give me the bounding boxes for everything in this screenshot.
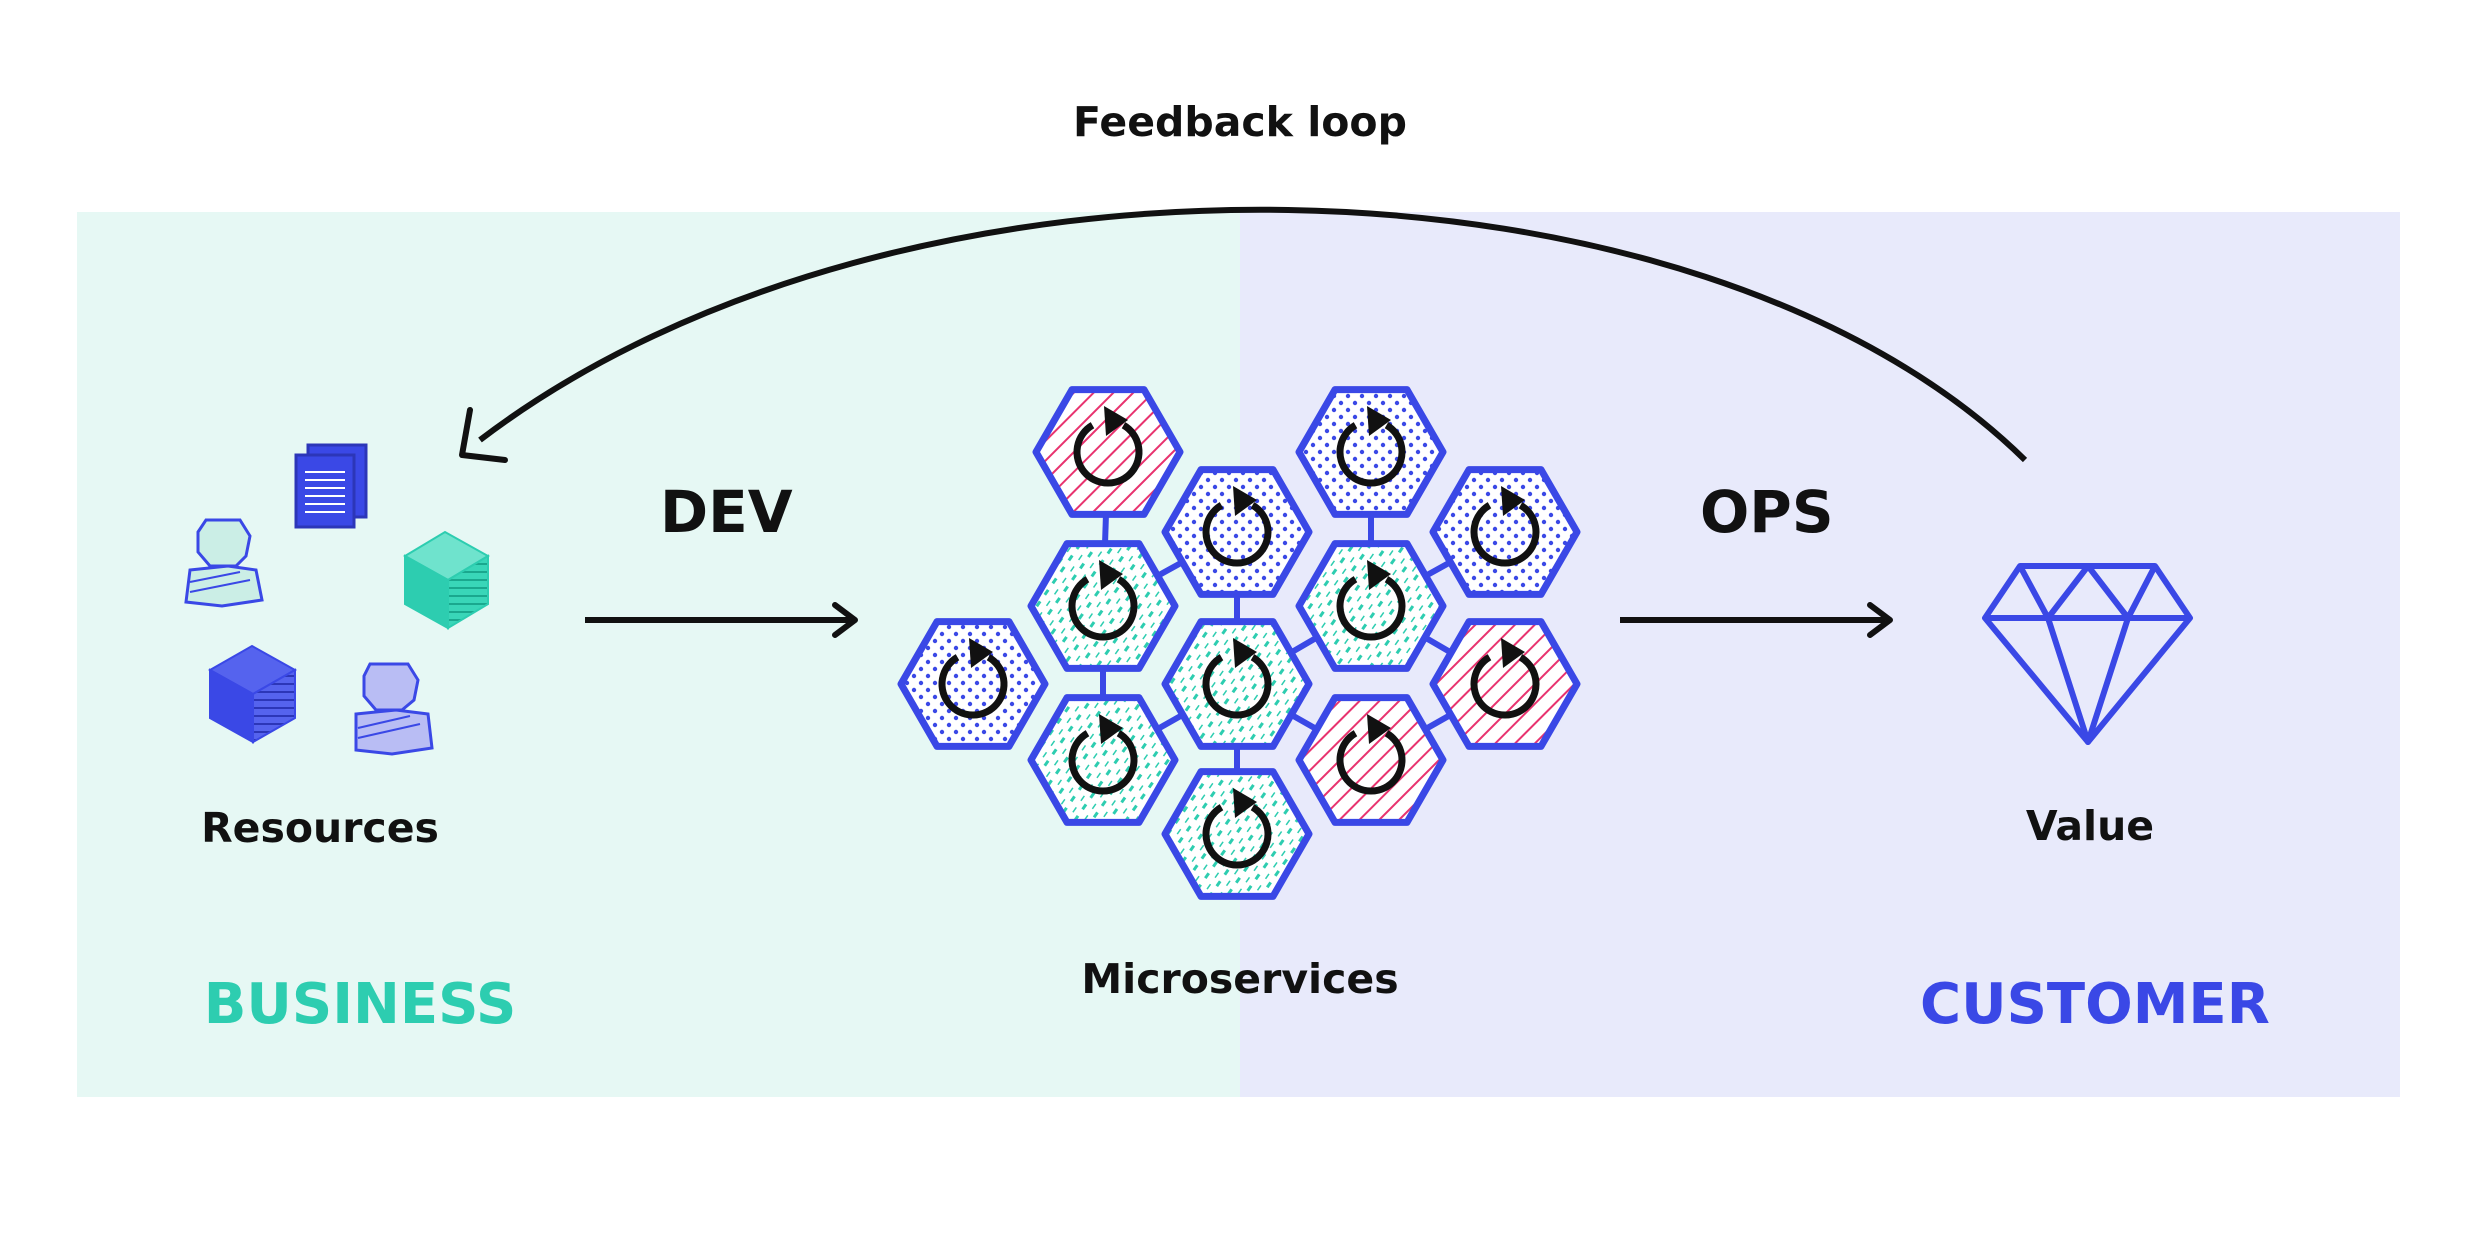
feedback-loop-label: Feedback loop xyxy=(1073,98,1407,146)
refresh-icon xyxy=(1470,638,1540,719)
cube-icon xyxy=(403,530,490,630)
microservice-hexagon xyxy=(1027,540,1179,672)
refresh-icon xyxy=(1336,560,1406,641)
refresh-icon xyxy=(1073,406,1143,487)
refresh-icon xyxy=(1202,486,1272,567)
business-label: BUSINESS xyxy=(203,972,517,1037)
feedback-loop-arrow xyxy=(478,206,2028,463)
ops-label: OPS xyxy=(1700,478,1834,546)
cube-icon xyxy=(207,644,298,744)
microservice-hexagon xyxy=(1429,618,1581,750)
value-label: Value xyxy=(2025,802,2155,850)
refresh-icon xyxy=(1202,788,1272,869)
microservice-hexagon xyxy=(1295,386,1447,518)
microservice-hexagon xyxy=(1429,466,1581,598)
microservices-label: Microservices xyxy=(1081,955,1399,1003)
microservice-hexagon xyxy=(897,618,1049,750)
microservice-hexagon xyxy=(1161,618,1313,750)
customer-panel xyxy=(1240,212,2400,1097)
microservice-hexagon xyxy=(1027,694,1179,826)
customer-label: CUSTOMER xyxy=(1920,972,2270,1037)
refresh-icon xyxy=(1336,406,1406,487)
refresh-icon xyxy=(1068,560,1138,641)
microservice-hexagon xyxy=(1295,540,1447,672)
document-stack-icon xyxy=(294,443,368,529)
person-icon xyxy=(354,662,434,756)
ops-arrow xyxy=(1620,602,1893,638)
resources-icon-group xyxy=(184,443,490,756)
person-icon xyxy=(184,518,264,608)
resources-label: Resources xyxy=(201,804,439,852)
refresh-icon xyxy=(1068,714,1138,795)
business-panel xyxy=(77,212,1240,1097)
microservice-hexagon xyxy=(1161,768,1313,900)
refresh-icon xyxy=(1336,714,1406,795)
microservice-hexagon xyxy=(1161,466,1313,598)
microservice-hexagon xyxy=(1295,694,1447,826)
dev-arrow xyxy=(585,602,858,638)
dev-label: DEV xyxy=(660,478,793,546)
feedback-arrowhead xyxy=(459,407,508,463)
refresh-icon xyxy=(1202,638,1272,719)
microservice-cluster xyxy=(897,386,1581,900)
refresh-icon xyxy=(938,638,1008,719)
microservice-hexagon xyxy=(1032,386,1184,518)
refresh-icon xyxy=(1470,486,1540,567)
diamond-icon xyxy=(1982,563,2193,745)
